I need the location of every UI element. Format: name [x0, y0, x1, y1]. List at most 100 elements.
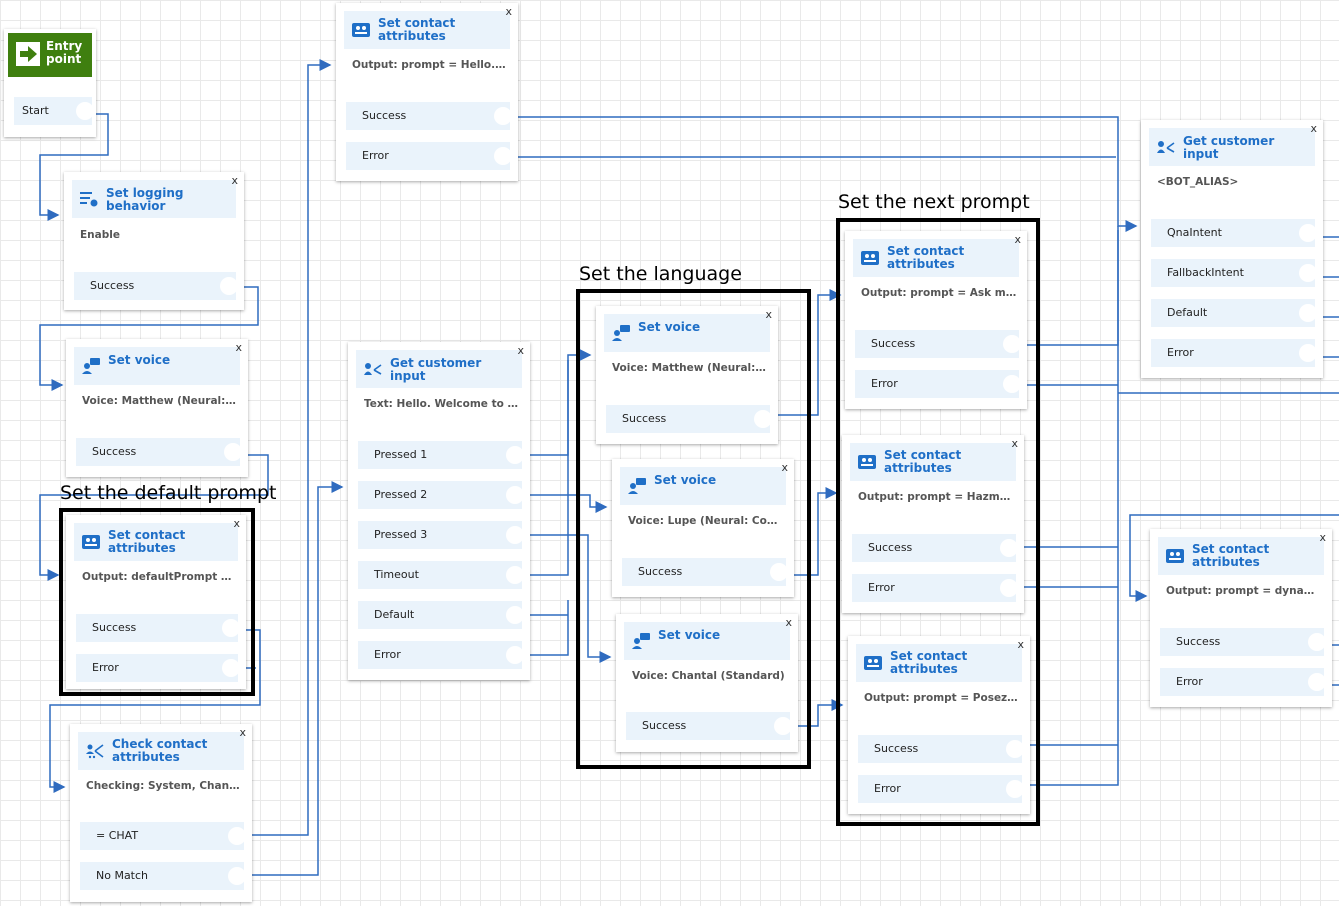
- close-icon[interactable]: x: [1014, 233, 1021, 246]
- connector-dot[interactable]: [770, 563, 788, 581]
- connector-dot[interactable]: [506, 606, 524, 624]
- set-logging-behavior-block[interactable]: Set logging behavior x Enable Success: [64, 172, 244, 310]
- branch-default[interactable]: Default: [358, 601, 524, 629]
- connector-dot[interactable]: [1299, 264, 1317, 282]
- branch-error[interactable]: Error: [346, 142, 512, 170]
- connector-dot[interactable]: [1000, 579, 1018, 597]
- branch-success[interactable]: Success: [606, 405, 772, 433]
- block-description: Output: prompt = Hello. W...: [352, 59, 508, 71]
- branch-fallbackintent[interactable]: FallbackIntent: [1151, 259, 1317, 287]
- close-icon[interactable]: x: [239, 726, 246, 739]
- block-description: Output: prompt = dynamic...: [1166, 585, 1322, 597]
- close-icon[interactable]: x: [517, 344, 524, 357]
- connector-dot[interactable]: [1003, 375, 1021, 393]
- branch-error[interactable]: Error: [1160, 668, 1326, 696]
- branch-success[interactable]: Success: [74, 272, 238, 300]
- block-description: Output: prompt = Hazme u...: [858, 491, 1014, 503]
- close-icon[interactable]: x: [1017, 638, 1024, 651]
- connector-dot[interactable]: [754, 410, 772, 428]
- connector-dot[interactable]: [1299, 224, 1317, 242]
- branch-start[interactable]: Start: [14, 97, 94, 125]
- connector-dot[interactable]: [506, 646, 524, 664]
- connector-dot[interactable]: [1006, 740, 1024, 758]
- branch-pressed-3[interactable]: Pressed 3: [358, 521, 524, 549]
- get-customer-input-menu-block[interactable]: Get customer input x Text: Hello. Welcom…: [348, 342, 530, 680]
- close-icon[interactable]: x: [765, 308, 772, 321]
- connector-dot[interactable]: [506, 526, 524, 544]
- annotation-default-prompt-label: Set the default prompt: [60, 482, 277, 504]
- branch-equals-chat[interactable]: = CHAT: [80, 822, 246, 850]
- branch-success[interactable]: Success: [622, 558, 788, 586]
- set-voice-block[interactable]: Set voice x Voice: Matthew (Neural: Co..…: [66, 339, 248, 477]
- branch-error[interactable]: Error: [358, 641, 524, 669]
- connector-dot[interactable]: [494, 147, 512, 165]
- branch-pressed-1[interactable]: Pressed 1: [358, 441, 524, 469]
- branch-qnaintent[interactable]: QnaIntent: [1151, 219, 1317, 247]
- branch-success[interactable]: Success: [76, 614, 240, 642]
- branch-success[interactable]: Success: [346, 102, 512, 130]
- connector-dot[interactable]: [506, 486, 524, 504]
- close-icon[interactable]: x: [781, 461, 788, 474]
- block-header: Set voice: [624, 622, 790, 660]
- connector-dot[interactable]: [228, 827, 246, 845]
- close-icon[interactable]: x: [1319, 531, 1326, 544]
- close-icon[interactable]: x: [1310, 122, 1317, 135]
- connector-dot[interactable]: [1299, 304, 1317, 322]
- branch-error[interactable]: Error: [855, 370, 1021, 398]
- connector-dot[interactable]: [1003, 335, 1021, 353]
- block-description: Checking: System, Channel: [86, 780, 242, 792]
- branch-success[interactable]: Success: [852, 534, 1018, 562]
- branch-success[interactable]: Success: [1160, 628, 1326, 656]
- branch-success[interactable]: Success: [76, 438, 242, 466]
- connector-dot[interactable]: [1299, 344, 1317, 362]
- connector-dot[interactable]: [220, 277, 238, 295]
- connector-dot[interactable]: [222, 619, 240, 637]
- branch-success[interactable]: Success: [855, 330, 1021, 358]
- set-voice-lupe-block[interactable]: Set voice x Voice: Lupe (Neural: Conver.…: [612, 459, 794, 597]
- close-icon[interactable]: x: [231, 174, 238, 187]
- connector-dot[interactable]: [774, 717, 792, 735]
- branch-error[interactable]: Error: [852, 574, 1018, 602]
- connector-dot[interactable]: [1308, 673, 1326, 691]
- branch-success[interactable]: Success: [626, 712, 792, 740]
- branch-default[interactable]: Default: [1151, 299, 1317, 327]
- branch-error[interactable]: Error: [1151, 339, 1317, 367]
- connector-dot[interactable]: [494, 107, 512, 125]
- connector-dot[interactable]: [1308, 633, 1326, 651]
- connector-dot[interactable]: [1000, 539, 1018, 557]
- connector-dot[interactable]: [76, 102, 94, 120]
- block-header: Set voice: [604, 314, 770, 352]
- connector-dot[interactable]: [222, 659, 240, 677]
- close-icon[interactable]: x: [505, 5, 512, 18]
- close-icon[interactable]: x: [233, 517, 240, 530]
- branch-error[interactable]: Error: [858, 775, 1024, 803]
- set-voice-matthew-block[interactable]: Set voice x Voice: Matthew (Neural: Co..…: [596, 306, 778, 444]
- connector-dot[interactable]: [506, 446, 524, 464]
- set-voice-chantal-block[interactable]: Set voice x Voice: Chantal (Standard) Su…: [616, 614, 798, 752]
- connector-dot[interactable]: [506, 566, 524, 584]
- branch-pressed-2[interactable]: Pressed 2: [358, 481, 524, 509]
- close-icon[interactable]: x: [1011, 437, 1018, 450]
- connector-dot[interactable]: [1006, 780, 1024, 798]
- branch-success[interactable]: Success: [858, 735, 1024, 763]
- get-customer-input-bot-block[interactable]: Get customer input x <BOT_ALIAS> QnaInte…: [1141, 120, 1323, 378]
- branch-error[interactable]: Error: [76, 654, 240, 682]
- connector-dot[interactable]: [224, 443, 242, 461]
- branch-no-match[interactable]: No Match: [80, 862, 246, 890]
- branch-timeout[interactable]: Timeout: [358, 561, 524, 589]
- close-icon[interactable]: x: [235, 341, 242, 354]
- close-icon[interactable]: x: [785, 616, 792, 629]
- connector-dot[interactable]: [228, 867, 246, 885]
